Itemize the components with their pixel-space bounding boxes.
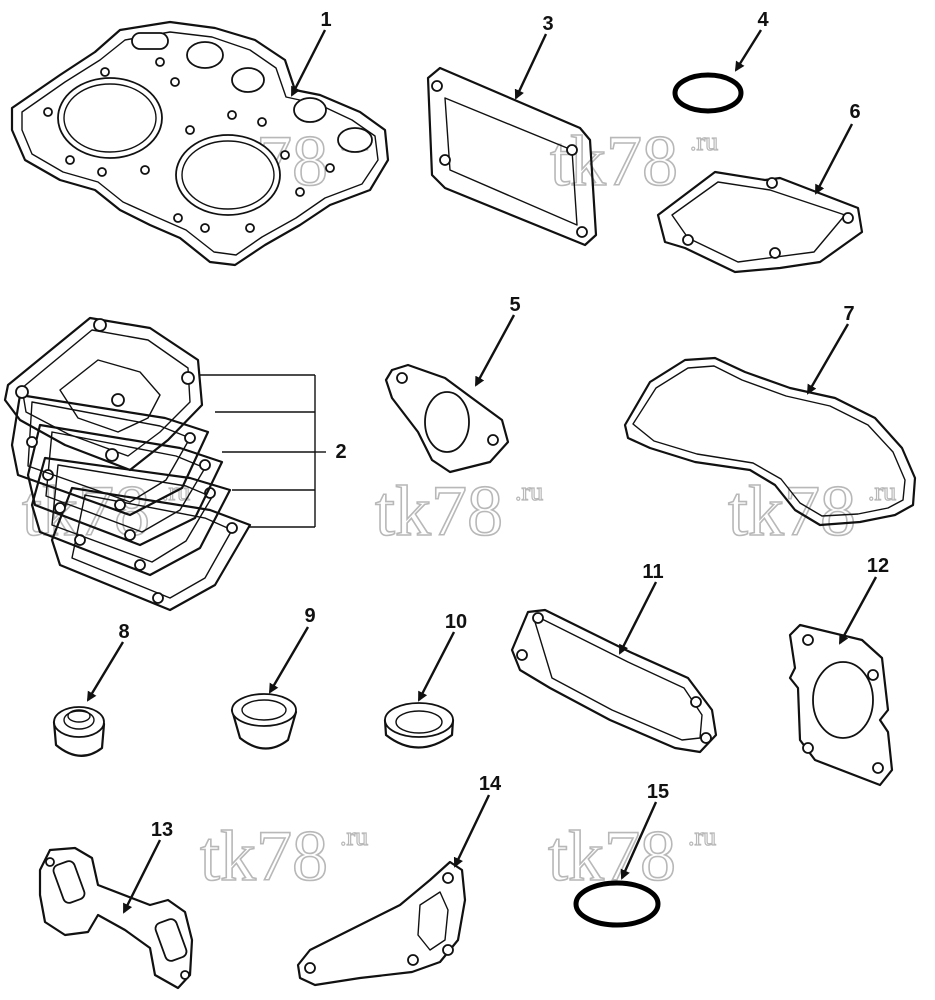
watermark: tk78 .ru [199,815,369,897]
watermarks: tk78 .ru tk78 .ru tk78 .ru tk78 .ru tk78… [21,120,897,897]
part-label-11: 11 [642,561,663,583]
seal-ring-10 [383,702,455,749]
svg-text:.ru: .ru [515,477,543,506]
part-label-14: 14 [479,773,502,795]
o-ring-large [573,880,661,928]
leader-arrow-7 [806,323,850,395]
o-ring-small [672,72,744,114]
shim-gasket-stack [3,316,326,612]
cover-gasket-small [656,170,864,274]
leader-arrow-8 [86,641,125,702]
seal-9 [230,693,298,750]
rocker-cover-gasket [426,66,598,247]
part-label-9: 9 [304,605,315,627]
leader-arrow-9 [268,626,310,694]
part-label-15: 15 [647,781,669,803]
part-label-12: 12 [867,555,889,577]
leader-arrows [86,29,878,914]
svg-text:.ru: .ru [690,127,718,156]
part-label-7: 7 [843,303,854,325]
part-label-8: 8 [118,621,129,643]
svg-text:.ru: .ru [868,477,896,506]
svg-text:tk78: tk78 [550,121,678,201]
seal-8 [52,706,106,757]
leader-arrow-13 [122,839,162,914]
svg-text:tk78: tk78 [728,471,856,551]
part-label-2: 2 [335,441,346,463]
leader-arrow-3 [514,33,548,100]
part-label-3: 3 [542,13,553,35]
head-gasket [10,20,390,267]
part-label-13: 13 [151,819,173,841]
svg-text:.ru: .ru [688,822,716,851]
part-label-1: 1 [320,9,331,31]
leader-arrow-1 [290,29,327,97]
oil-pan-gasket [623,356,917,527]
part-label-6: 6 [849,101,860,123]
part-label-5: 5 [509,294,520,316]
housing-gasket [788,623,894,787]
flange-gasket [384,363,510,474]
svg-text:tk78: tk78 [375,471,503,551]
leader-arrow-14 [453,794,491,868]
leader-arrow-10 [417,631,456,702]
part-label-4: 4 [757,9,769,31]
bracket-gasket [296,860,467,987]
watermark: tk78 .ru [727,470,897,552]
leader-arrow-6 [814,123,854,195]
leader-arrow-5 [474,314,516,387]
leader-arrow-12 [838,576,878,645]
watermark: tk78 .ru [549,120,719,202]
watermark: tk78 .ru [374,470,544,552]
manifold-gasket [38,846,194,990]
leader-arrow-4 [734,29,763,72]
part-labels: 1 2 3 4 5 6 7 8 9 10 11 12 13 14 15 [118,9,889,841]
leader-arrow-11 [618,581,658,655]
svg-text:.ru: .ru [340,822,368,851]
leader-arrow-15 [620,801,658,880]
svg-text:tk78: tk78 [200,816,328,896]
side-cover-gasket [510,608,718,754]
part-label-10: 10 [445,611,467,633]
